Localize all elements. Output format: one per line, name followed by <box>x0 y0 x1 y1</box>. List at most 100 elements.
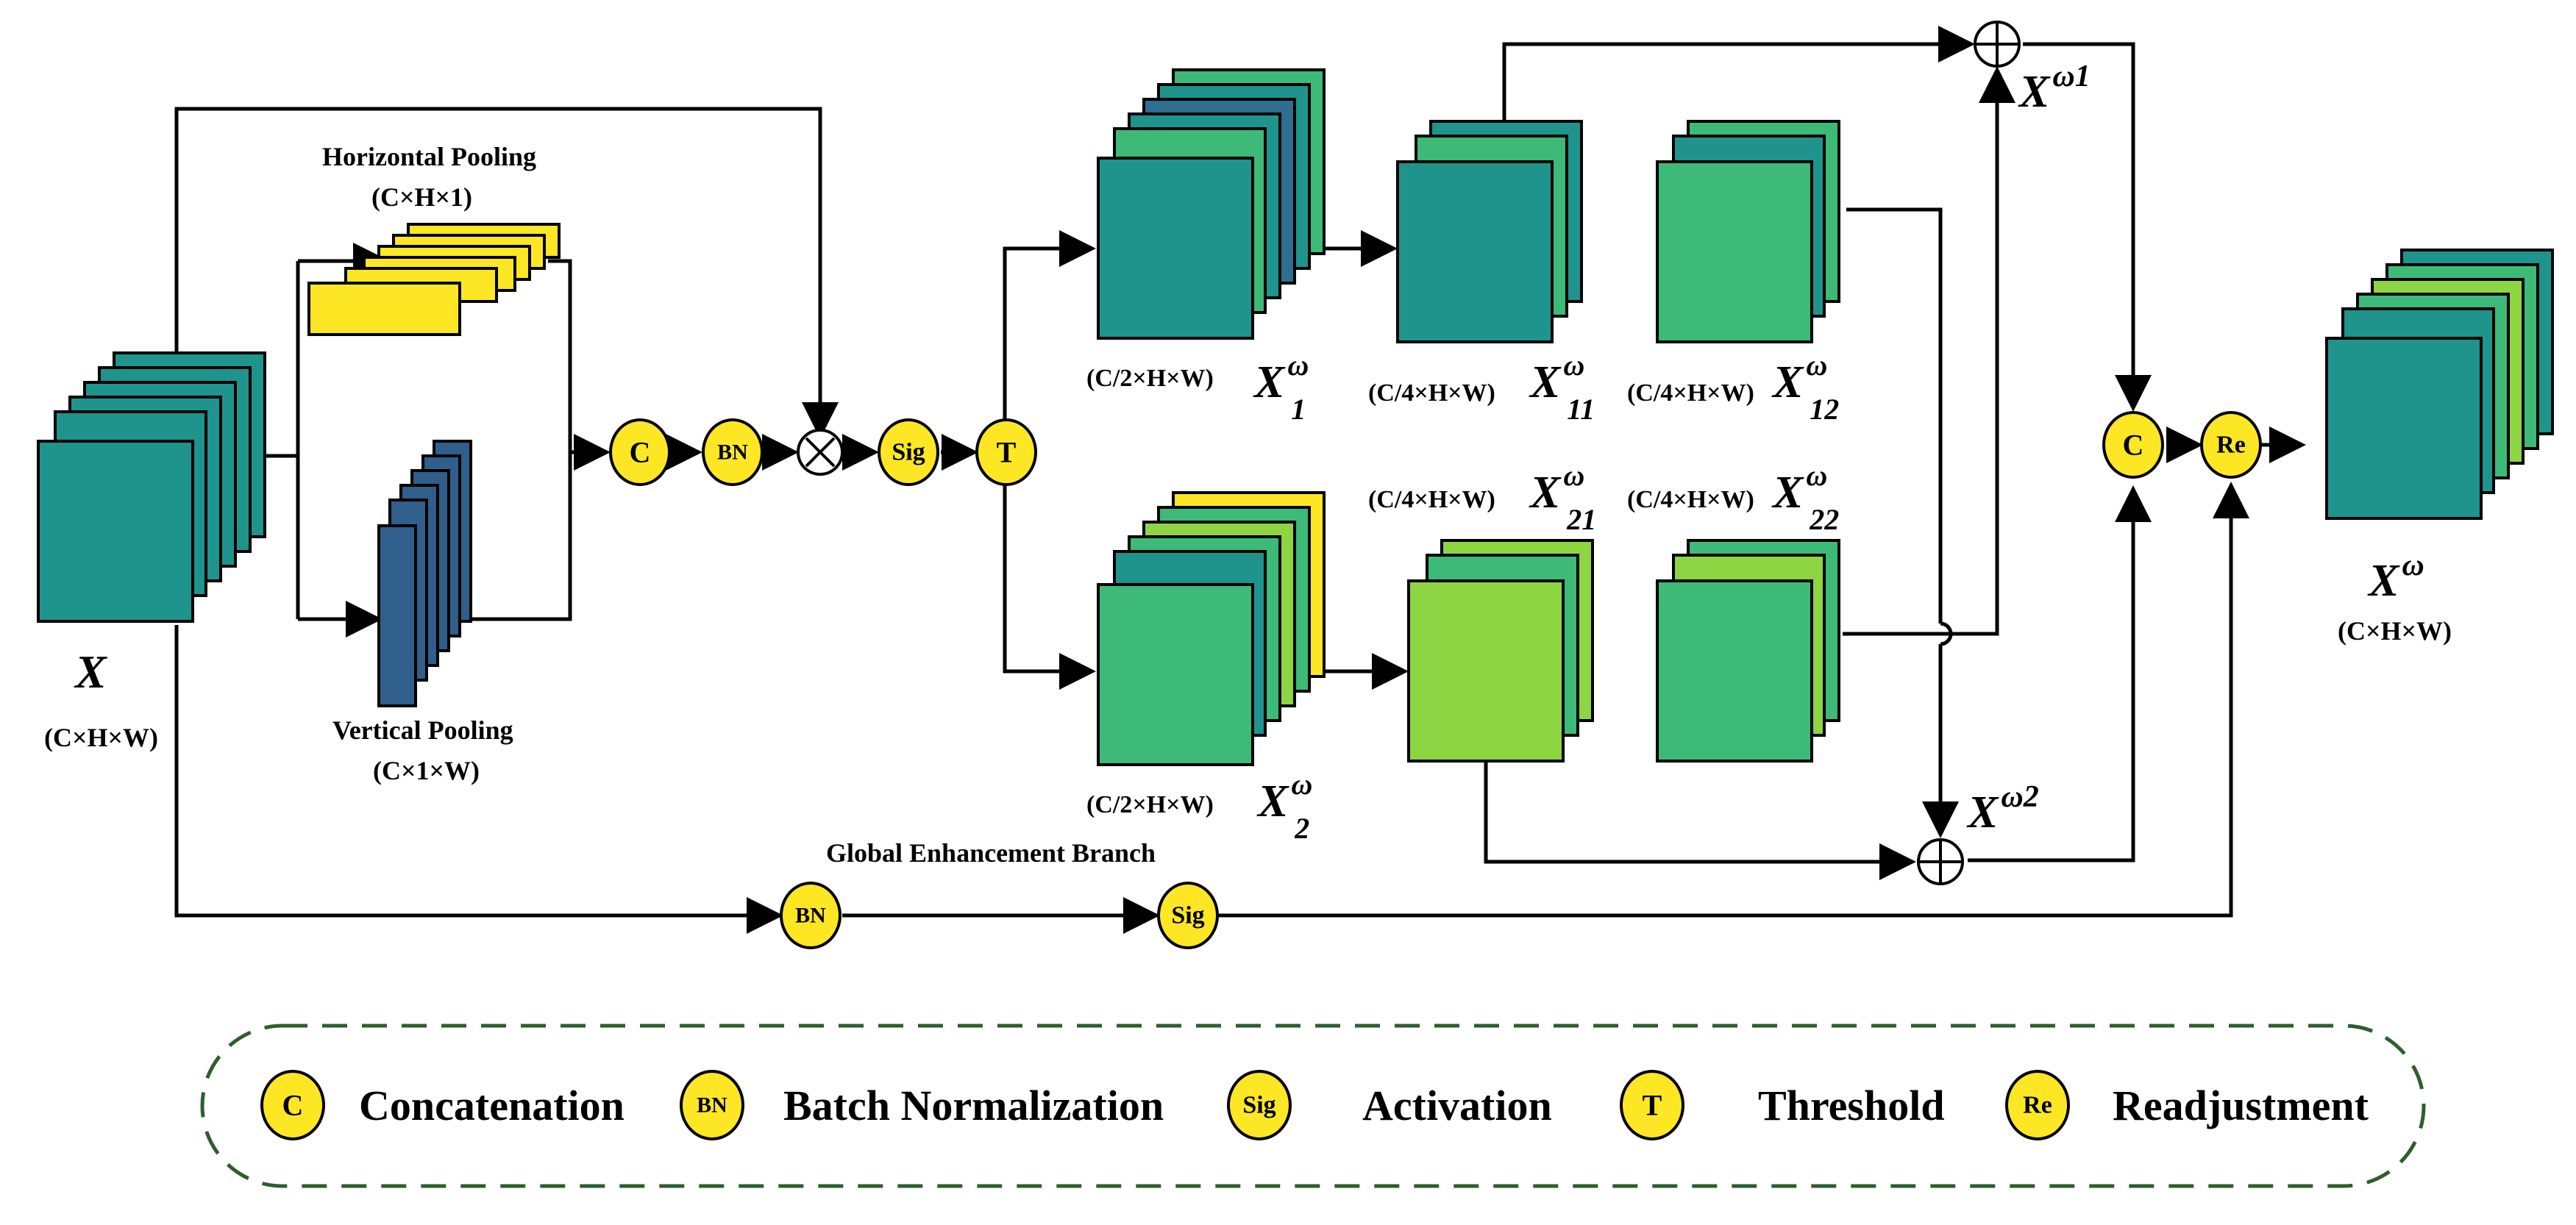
xw2-label: Xω2 <box>1966 780 2039 838</box>
node-threshold: T <box>975 418 1037 486</box>
concat-node-label: C <box>630 436 651 469</box>
x21-dims: (C/4×H×W) <box>1368 486 1495 513</box>
xw2-sup: ω2 <box>2001 780 2038 814</box>
concat-node-label: C <box>2123 429 2144 462</box>
x22-sup: ω <box>1806 459 1827 492</box>
x22-base: X <box>1771 468 1804 518</box>
legend-item-concatenation: C Concatenation <box>260 1070 625 1140</box>
readjust-node-circle <box>2200 411 2262 479</box>
node-readjust: Re <box>2200 411 2262 479</box>
x2-base: X <box>1256 776 1289 826</box>
plus2-to-concat-arrow <box>1968 485 2152 863</box>
output-slice-front <box>2325 337 2483 520</box>
threshold-to-x1-arrow <box>1003 230 1096 423</box>
x12-sup: ω <box>1806 349 1827 382</box>
threshold-node-label: T <box>997 436 1017 469</box>
multiply-icon <box>797 429 844 476</box>
vertical-pooling-dims: (C×1×W) <box>373 756 480 785</box>
legend-sig-label: Activation <box>1362 1082 1552 1129</box>
x21-to-plus2-arrow <box>1484 761 1916 880</box>
input-symbol: X <box>74 646 107 698</box>
bn-node-circle <box>702 418 764 486</box>
legend-re-symbol <box>2005 1070 2070 1140</box>
xw1-label: Xω1 <box>2018 60 2091 117</box>
input-feature-stack <box>37 351 266 623</box>
connector-lines <box>174 26 2306 934</box>
bn-node-label: BN <box>717 440 748 465</box>
vpool-slice-front <box>377 524 417 707</box>
x2-sub: 2 <box>1294 812 1309 845</box>
x12-to-plus2-line-a <box>1846 207 1943 624</box>
x12-dims: (C/4×H×W) <box>1627 379 1754 407</box>
node-concat-1: C <box>609 418 671 486</box>
x22-sub: 22 <box>1809 503 1839 536</box>
threshold-to-x2-arrow <box>1003 482 1096 690</box>
x2-sup: ω <box>1291 768 1312 801</box>
sig-node-label: Sig <box>1171 902 1204 929</box>
bn-node-label: BN <box>795 904 826 928</box>
x11-feature-stack <box>1396 120 1583 343</box>
node-sig-1: Sig <box>878 418 939 486</box>
x22-dims: (C/4×H×W) <box>1627 486 1754 513</box>
x11-base: X <box>1529 357 1562 407</box>
legend-item-batch-normalization: BN Batch Normalization <box>680 1070 1164 1140</box>
x21-feature-stack <box>1407 539 1594 762</box>
xw1-base: X <box>2018 67 2051 117</box>
x1-feature-stack <box>1097 68 1326 340</box>
legend-sig-symbol-text: Sig <box>1242 1092 1275 1119</box>
vertical-pooling-stack <box>377 440 472 707</box>
legend-border <box>200 1024 2426 1188</box>
x22-feature-stack <box>1656 539 1840 762</box>
output-label: Xω <box>2367 549 2424 606</box>
x22-slice-front <box>1656 579 1813 762</box>
global-sig-to-readjust-arrow <box>1219 482 2249 918</box>
legend-sig-symbol <box>1227 1070 1292 1140</box>
x1-dims: (C/2×H×W) <box>1086 365 1214 392</box>
node-bn-1: BN <box>702 418 764 486</box>
output-feature-stack <box>2325 249 2554 520</box>
line-hop <box>1940 621 1953 646</box>
x11-slice-front <box>1396 160 1554 343</box>
legend-threshold-symbol <box>1620 1070 1684 1140</box>
x21-base: X <box>1529 468 1562 518</box>
legend-bn-symbol-text: BN <box>697 1093 727 1118</box>
output-base: X <box>2367 556 2400 606</box>
bn-node-circle <box>780 882 842 949</box>
output-sup: ω <box>2402 549 2424 582</box>
node-bn-global: BN <box>780 882 842 949</box>
hpool-slice-front <box>307 282 461 336</box>
xw1-sup: ω1 <box>2052 60 2090 93</box>
x11-sup: ω <box>1563 349 1584 382</box>
input-slice-front <box>37 440 194 623</box>
legend-re-label: Readjustment <box>2113 1082 2369 1129</box>
x11-to-plus1-arrow <box>1502 26 1975 124</box>
x12-slice-front <box>1656 160 1813 343</box>
node-sig-global: Sig <box>1157 882 1219 949</box>
x21-sub: 21 <box>1566 503 1596 536</box>
horizontal-pooling-title: Horizontal Pooling <box>322 142 536 171</box>
output-dims: (C×H×W) <box>2338 616 2452 646</box>
legend-item-threshold: T Threshold <box>1620 1070 1945 1140</box>
x2-feature-stack <box>1097 491 1326 766</box>
sig-node-label: Sig <box>892 439 925 466</box>
pooling-merge-line <box>471 259 572 621</box>
xw2-base: X <box>1966 788 1999 838</box>
legend-item-readjustment: Re Readjustment <box>2005 1070 2369 1140</box>
x22-to-plus1-arrow <box>1843 66 2015 636</box>
concat-node-circle <box>609 418 671 486</box>
legend-re-symbol-text: Re <box>2023 1092 2052 1119</box>
sig-node-circle <box>1157 882 1219 949</box>
plus-icon-top <box>1974 21 2021 68</box>
legend-concat-symbol <box>260 1070 325 1140</box>
node-concat-2: C <box>2102 411 2164 479</box>
legend: C Concatenation BN Batch Normalization S… <box>200 1024 2426 1188</box>
multiply-stroke-b <box>805 437 836 468</box>
plus1-to-concat-arrow <box>2023 42 2152 412</box>
